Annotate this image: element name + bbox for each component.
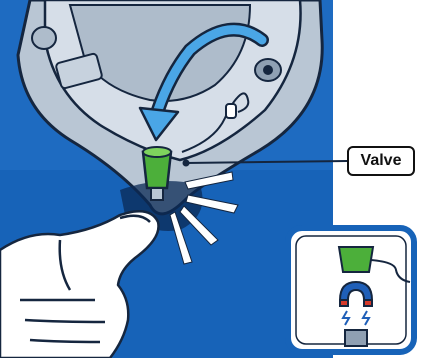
impact-lines xyxy=(169,171,239,265)
curved-arrow-head xyxy=(138,106,180,142)
device-plate xyxy=(55,52,103,90)
device-tray xyxy=(68,4,252,102)
device-socket-inner xyxy=(263,65,273,75)
curved-arrow-fill xyxy=(153,25,267,115)
inset-sensor-block xyxy=(344,329,368,347)
hand-icon xyxy=(0,210,160,358)
wire xyxy=(181,92,250,153)
spark-icon xyxy=(341,310,371,326)
valve-callout-label: Valve xyxy=(347,146,415,176)
inset-wire xyxy=(370,259,411,283)
magnet-icon xyxy=(338,280,374,307)
callout-leader xyxy=(185,160,348,164)
valve-stem xyxy=(150,187,164,201)
inset-valve-icon xyxy=(337,246,375,273)
valve-top xyxy=(142,146,172,158)
device-knob-left xyxy=(31,26,57,50)
wire-connector xyxy=(225,103,237,119)
